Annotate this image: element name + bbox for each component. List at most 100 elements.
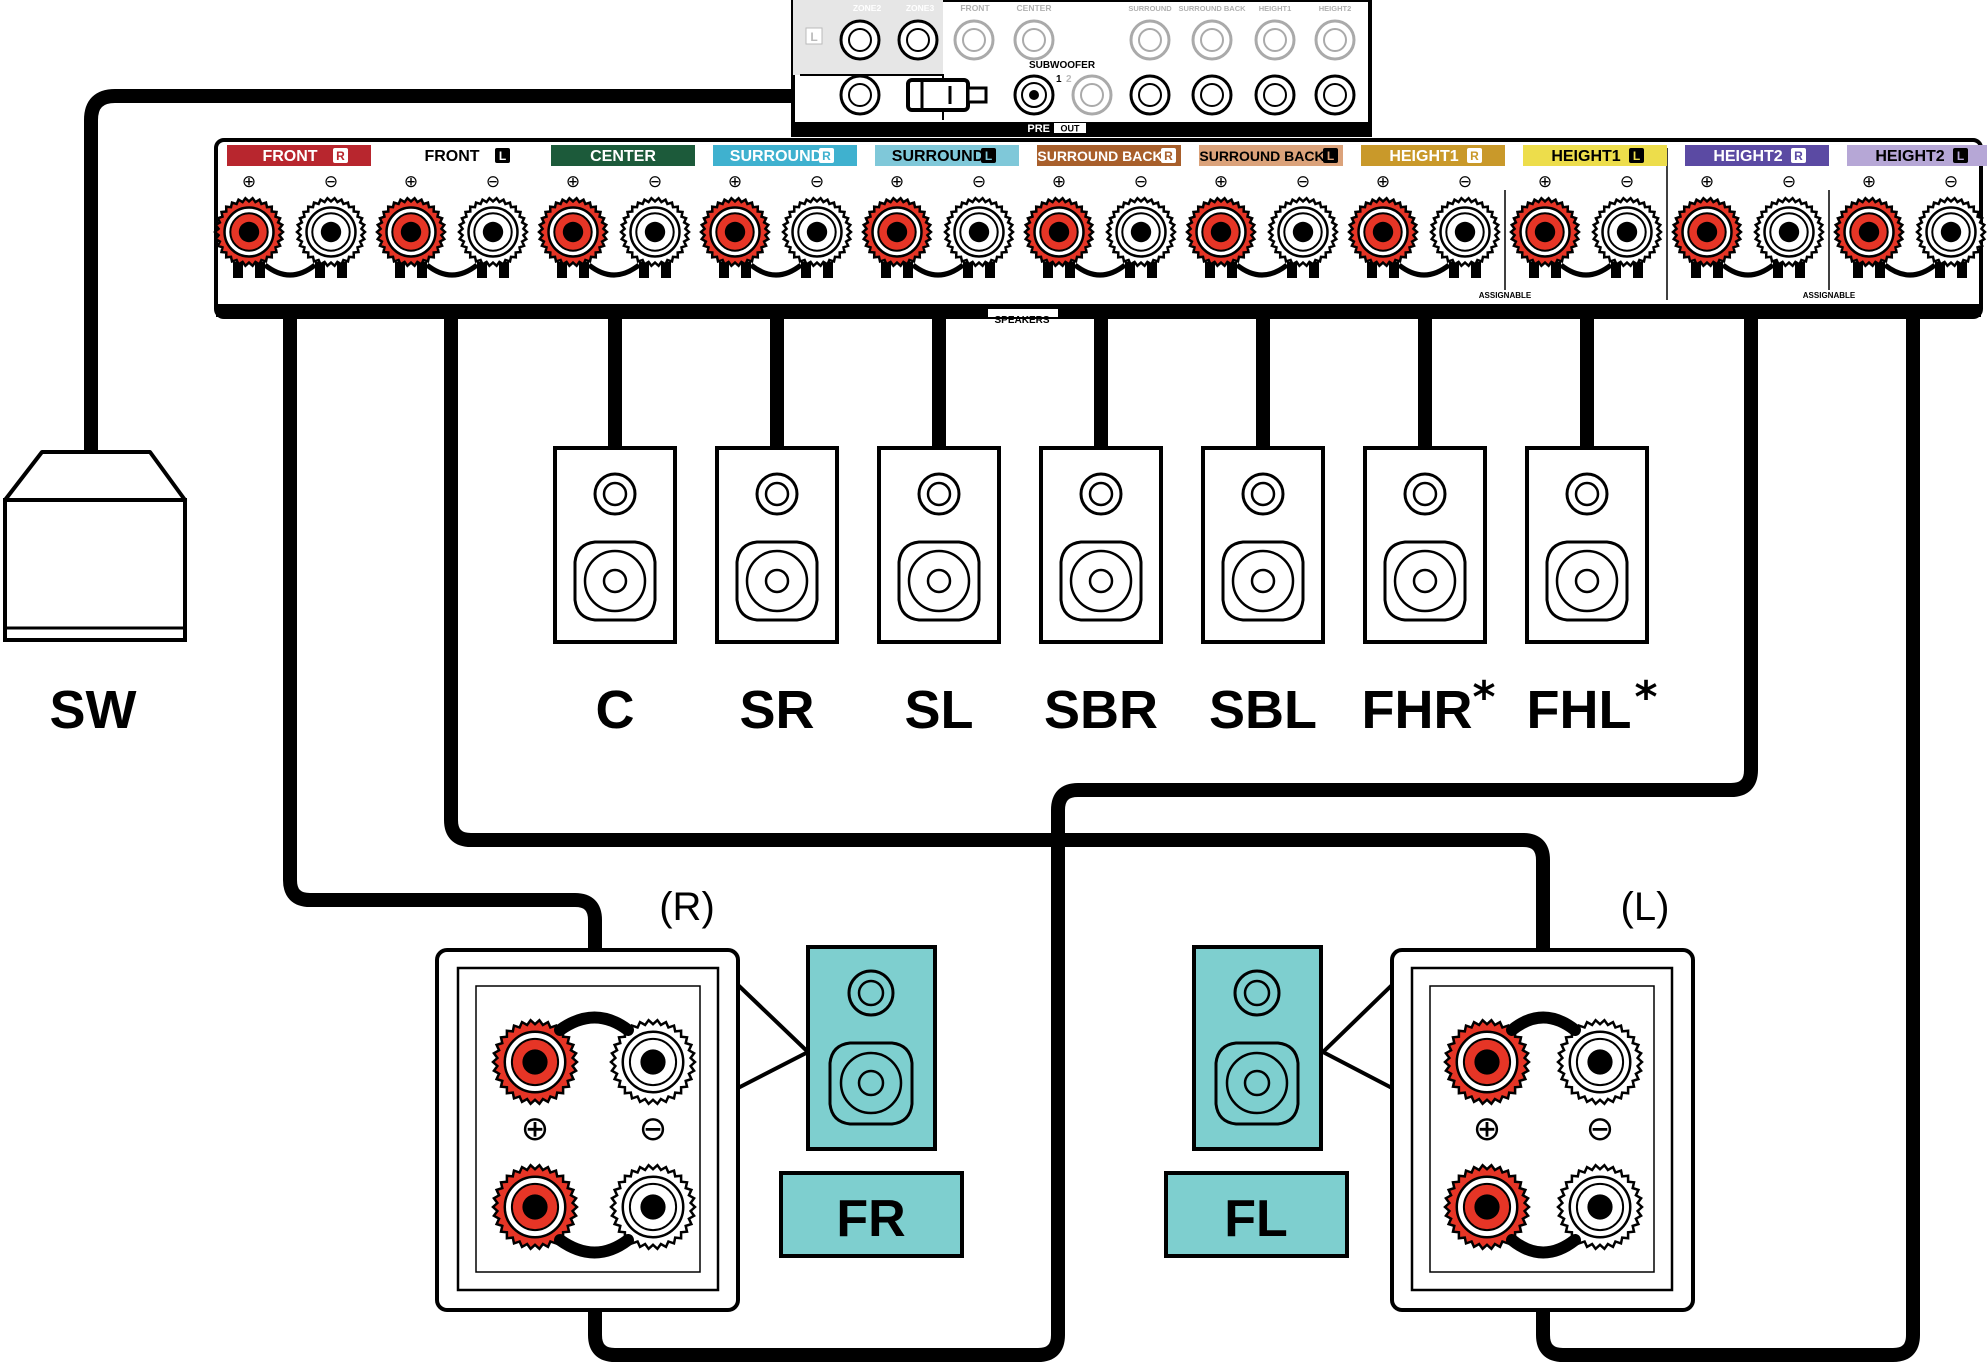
tweeter-icon <box>1079 472 1123 516</box>
panel-bottom-bar <box>216 304 1981 317</box>
terminal-positive-6 <box>1185 196 1257 268</box>
speaker-drop-cables <box>608 300 1594 450</box>
cables <box>84 89 1920 1362</box>
terminal-minus-7: ⊖ <box>1458 172 1472 192</box>
terminal-pair-8: ⊕⊖ <box>1509 172 1663 278</box>
channel-side-9: R <box>1794 149 1803 163</box>
terminal-pair-1: ⊕⊖ <box>375 172 529 278</box>
preout-jack-10 <box>1129 74 1171 116</box>
preout-jack-1 <box>897 19 939 61</box>
subwoofer-cable <box>84 89 919 459</box>
speaker-c: C <box>553 446 677 740</box>
terminal-plus-6: ⊕ <box>1214 172 1228 192</box>
channel-side-0: R <box>336 149 345 163</box>
speaker-box <box>1039 446 1163 644</box>
front-right-side-label: (R) <box>659 885 715 929</box>
terminal-negative-2 <box>619 196 691 268</box>
pre-label: PRE <box>1027 123 1050 135</box>
woofer-icon <box>1221 540 1305 622</box>
fr-positive-wire-arc <box>554 1011 634 1036</box>
terminal-positive-3 <box>699 196 771 268</box>
speaker-box <box>553 446 677 644</box>
terminal-negative-0 <box>295 196 367 268</box>
speaker-sbl: SBL <box>1201 446 1325 740</box>
preout-label-3: CENTER <box>1017 3 1052 13</box>
speaker-label-c: C <box>596 680 635 740</box>
channel-label-9: HEIGHT2 <box>1713 148 1782 165</box>
speaker-box <box>877 446 1001 644</box>
speaker-label-sl: SL <box>904 680 973 740</box>
terminal-pair-6: ⊕⊖ <box>1185 172 1339 278</box>
front-right-label: FR <box>836 1190 905 1248</box>
front-left-minus-symbol: ⊖ <box>1586 1109 1615 1149</box>
channel-label-8: HEIGHT1 <box>1551 148 1620 165</box>
speaker-label-sr: SR <box>739 680 814 740</box>
channel-label-5: SURROUND BACK <box>1037 148 1162 164</box>
terminal-plus-9: ⊕ <box>1700 172 1714 192</box>
terminal-plus-10: ⊕ <box>1862 172 1876 192</box>
preout-jack-6 <box>1129 19 1171 61</box>
woofer-icon <box>573 540 657 622</box>
woofer-icon <box>735 540 819 622</box>
tweeter-icon <box>593 472 637 516</box>
terminal-pair-3: ⊕⊖ <box>699 172 853 278</box>
subwoofer-number-1: 1 <box>1056 74 1062 85</box>
assignable-label-1: ASSIGNABLE <box>1479 291 1532 300</box>
preout-jack-4 <box>839 74 881 116</box>
speaker-sbr: SBR <box>1039 446 1163 740</box>
channel-label-7: HEIGHT1 <box>1389 148 1458 165</box>
front-left-label-box <box>1164 1171 1349 1258</box>
preout-label-1: ZONE3 <box>906 3 935 13</box>
front-left-negative-cable <box>1536 308 1920 1362</box>
terminal-positive-2 <box>537 196 609 268</box>
front-right-negative-cable <box>588 308 1758 1362</box>
terminal-negative-8 <box>1591 196 1663 268</box>
preout-l-mark: L <box>810 30 817 44</box>
front-left-plus-symbol: ⊕ <box>1473 1109 1502 1149</box>
channel-side-7: R <box>1470 149 1479 163</box>
channel-header-7: HEIGHT1 R <box>1361 145 1505 166</box>
subwoofer-top <box>3 450 187 502</box>
terminal-negative-10 <box>1915 196 1987 268</box>
assignable-label-2: ASSIGNABLE <box>1803 291 1856 300</box>
front-left-speaker-box <box>1192 945 1323 1151</box>
preout-jack-0 <box>839 19 881 61</box>
speaker-label-fhr: FHR <box>1362 680 1473 740</box>
channel-label-3: SURROUND <box>730 148 822 165</box>
terminal-positive-0 <box>213 196 285 268</box>
speaker-asterisk-fhl: * <box>1634 672 1657 723</box>
tweeter-icon <box>1565 472 1609 516</box>
front-left-positive-cable <box>444 308 1550 1017</box>
terminal-minus-8: ⊖ <box>1620 172 1634 192</box>
speaker-box <box>1201 446 1325 644</box>
speaker-box <box>715 446 839 644</box>
front-binding-posts <box>491 1018 1644 1251</box>
front-binding-post-fr-minus-top <box>609 1018 697 1106</box>
front-binding-post-fr-plus-top <box>491 1018 579 1106</box>
tweeter-icon <box>755 472 799 516</box>
terminal-positive-10 <box>1833 196 1905 268</box>
terminal-plus-7: ⊕ <box>1376 172 1390 192</box>
terminal-pair-10: ⊕⊖ <box>1833 172 1987 278</box>
channel-side-8: L <box>1633 149 1640 163</box>
preout-jack-5 <box>1071 74 1113 116</box>
preout-jack-13 <box>1314 74 1356 116</box>
front-binding-post-fl-minus-top <box>1556 1018 1644 1106</box>
rca-plug <box>906 78 970 112</box>
front-binding-post-fr-minus-bottom <box>609 1163 697 1251</box>
terminal-plus-4: ⊕ <box>890 172 904 192</box>
preout-jack-2 <box>953 19 995 61</box>
preout-label-5: SURROUND BACK <box>1178 4 1246 13</box>
front-right-speaker-box <box>806 945 937 1151</box>
preout-label-0: ZONE2 <box>853 3 882 13</box>
front-binding-post-fl-minus-bottom <box>1556 1163 1644 1251</box>
preout-jack-7 <box>1191 19 1233 61</box>
